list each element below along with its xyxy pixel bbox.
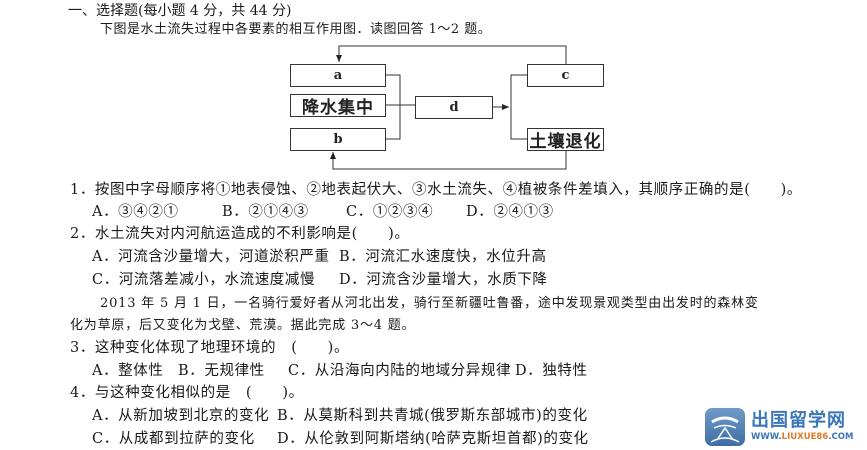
section-title: 一、选择题(每小题 4 分，共 44 分) xyxy=(68,3,292,19)
question-1-stem: 1．按图中字母顺序将①地表侵蚀、②地表起伏大、③水土流失、④植被条件差填入，其顺… xyxy=(70,182,803,198)
question-4-stem: 4．与这种变化相似的是 ( )。 xyxy=(70,385,304,401)
question-2-stem: 2．水土流失对内河航运造成的不利影响是( )。 xyxy=(70,226,410,242)
diagram-box-a: a xyxy=(290,64,386,87)
diagram-box-rain: 降水集中 xyxy=(290,94,386,118)
question-1-option-c: C．①②③④ xyxy=(346,204,434,220)
question-4-option-d: D．从伦敦到阿斯塔纳(哈萨克斯坦首都)的变化 xyxy=(277,431,589,447)
question-2-option-c: C．河流落差减小，水流速度减慢 xyxy=(92,272,316,288)
question-3-option-d: D．独特性 xyxy=(515,363,588,379)
question-2-option-d: D．河流含沙量增大，水质下降 xyxy=(339,272,548,288)
diagram-box-soil: 土壤退化 xyxy=(527,128,604,152)
passage-line-1: 2013 年 5 月 1 日，一名骑行爱好者从河北出发，骑行至新疆吐鲁番，途中发… xyxy=(100,296,759,311)
watermark-url-mid: LIUXUE86 xyxy=(781,432,829,443)
passage-line-2: 化为草原，后又变化为戈壁、荒漠。据此完成 3～4 题。 xyxy=(70,318,416,333)
question-1-option-b: B．②①④③ xyxy=(222,204,309,220)
question-3-option-a: A．整体性 xyxy=(92,363,164,379)
question-4-option-c: C．从成都到拉萨的变化 xyxy=(92,431,255,447)
watermark: 出国留学网 WWW.LIUXUE86.COM xyxy=(705,407,865,447)
site-logo-icon xyxy=(705,408,745,446)
question-4-option-a: A．从新加坡到北京的变化 xyxy=(92,408,270,424)
watermark-site-name: 出国留学网 xyxy=(751,410,846,432)
question-3-option-b: B．无规律性 xyxy=(178,363,265,379)
diagram-intro: 下图是水土流失过程中各要素的相互作用图．读图回答 1～2 题。 xyxy=(100,22,492,37)
diagram-box-d: d xyxy=(415,96,493,119)
question-3-stem: 3．这种变化体现了地理环境的 ( )。 xyxy=(70,340,350,356)
diagram-box-c: c xyxy=(527,64,604,87)
diagram-box-b: b xyxy=(290,128,386,151)
question-1-option-d: D．②④①③ xyxy=(466,204,554,220)
watermark-url-suffix: .COM xyxy=(828,432,854,443)
watermark-url-prefix: WWW. xyxy=(751,432,782,443)
question-2-option-a: A．河流含沙量增大，河道淤积严重 xyxy=(92,249,330,265)
question-2-option-b: B．河流汇水速度快，水位升高 xyxy=(339,249,547,265)
question-3-option-c: C．从沿海向内陆的地域分异规律 xyxy=(288,363,512,379)
question-1-option-a: A．③④②① xyxy=(92,204,179,220)
question-4-option-b: B．从莫斯科到共青城(俄罗斯东部城市)的变化 xyxy=(277,408,588,424)
watermark-url: WWW.LIUXUE86.COM xyxy=(751,433,853,442)
